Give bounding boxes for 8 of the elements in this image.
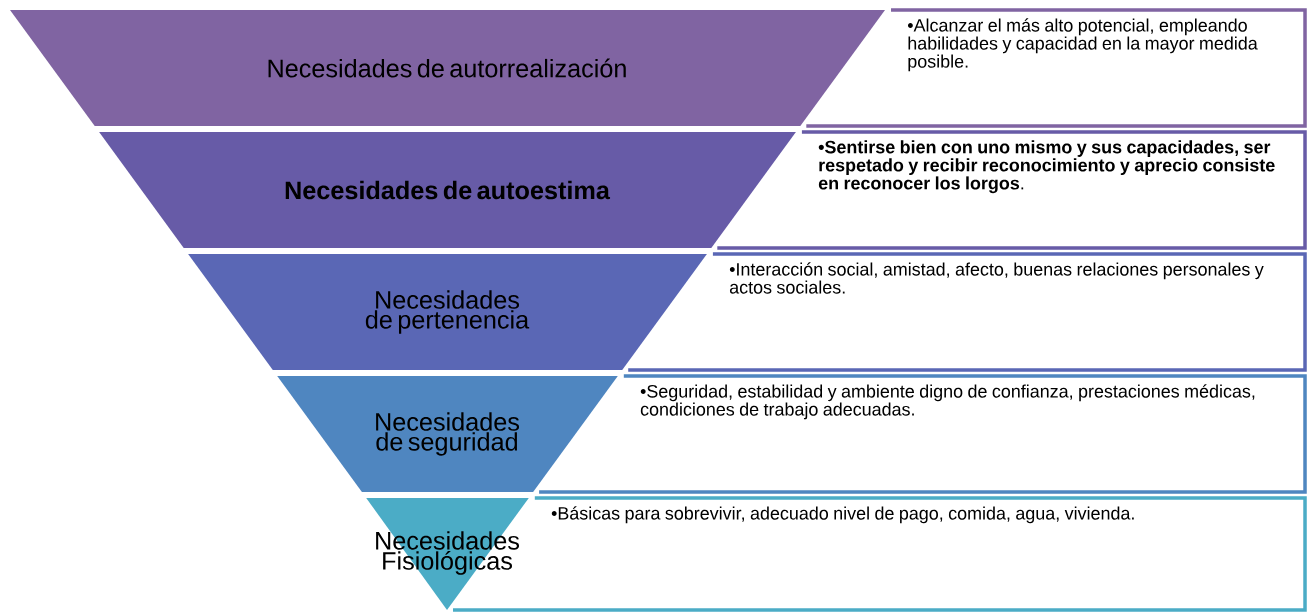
- pyramid-level: Necesidades de autorrealización: [10, 10, 885, 126]
- description-box: •Interacción social, amistad, afecto, buenas relaciones personales y actos sociales.: [628, 252, 1307, 372]
- description-box: •Seguridad, estabilidad y ambiente digno de confianza, prestaciones médicas, condiciones de trabajo adecuadas.: [539, 374, 1307, 494]
- description-box: •Sentirse bien con uno mismo y sus capacidades, ser respetado y recibir reconocimiento y aprecio consiste en reconocer los lorgos.: [717, 130, 1307, 250]
- description-box: •Alcanzar el más alto potencial, empleando habilidades y capacidad en la mayor medida posible.: [806, 8, 1307, 128]
- pyramid-level: Necesidades de pertenencia: [188, 254, 707, 370]
- pyramid-level: Necesidades de autoestima: [99, 132, 796, 248]
- pyramid-level: Necesidades de seguridad: [277, 376, 618, 492]
